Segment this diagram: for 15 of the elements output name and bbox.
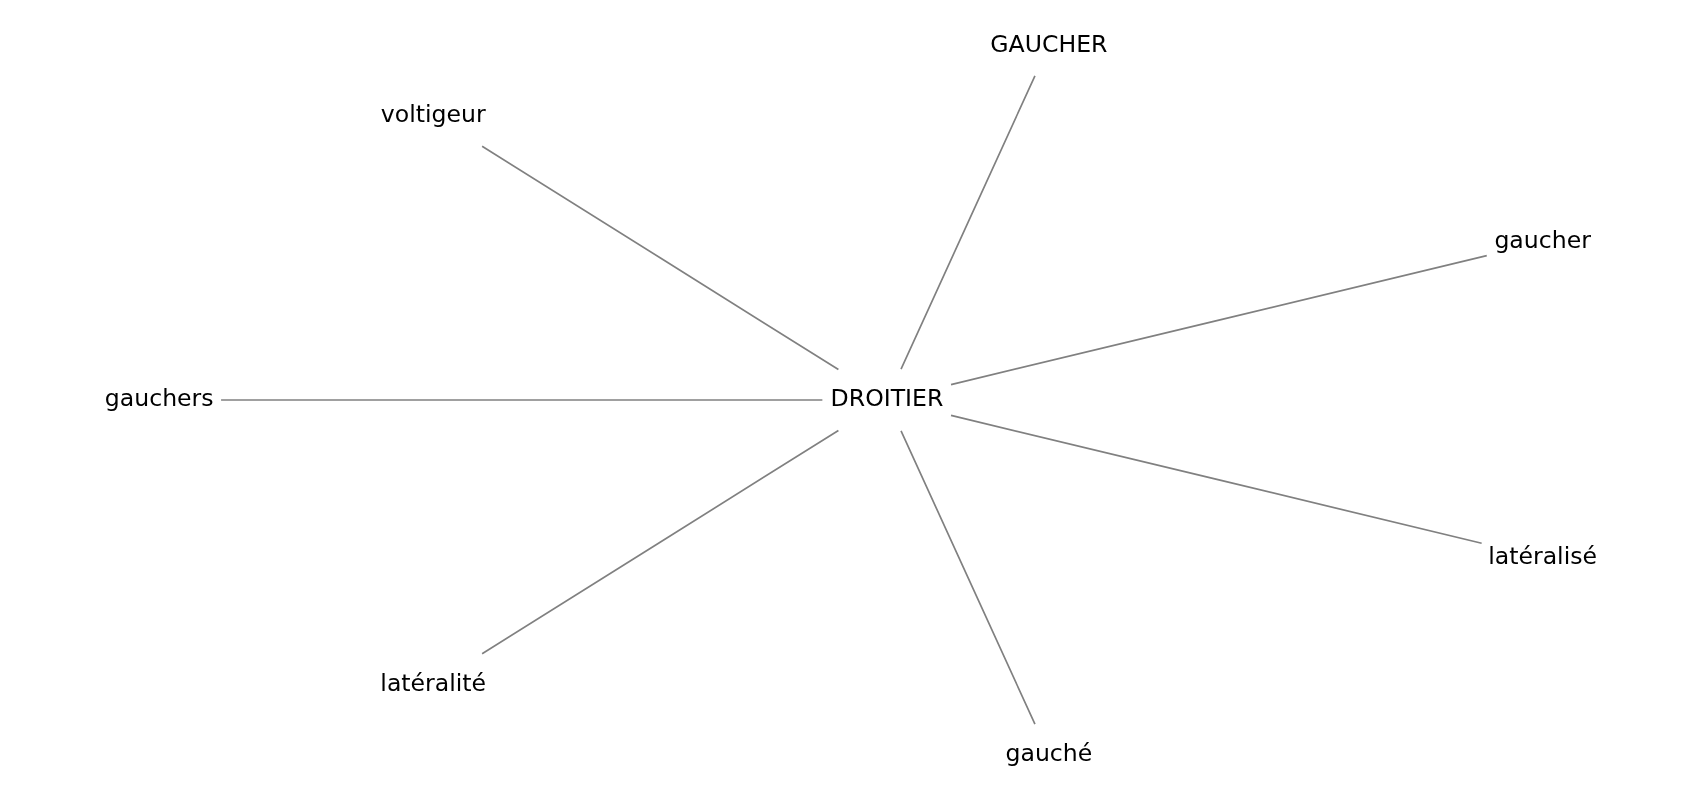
node-text: gaucher bbox=[1493, 226, 1591, 255]
node-text: GAUCHER bbox=[989, 29, 1107, 58]
node-text: latéralisé bbox=[1487, 542, 1597, 571]
node-text: gauchers bbox=[104, 384, 214, 413]
node-text: latéralité bbox=[379, 668, 486, 697]
connector bbox=[949, 254, 1488, 386]
connector bbox=[480, 145, 839, 371]
node-text: gauché bbox=[1005, 738, 1092, 767]
node-text: voltigeur bbox=[380, 99, 486, 128]
connector bbox=[899, 430, 1036, 726]
connector bbox=[219, 399, 823, 401]
node-text: DROITIER bbox=[830, 384, 943, 413]
connector bbox=[480, 429, 839, 655]
connector bbox=[949, 414, 1482, 545]
connector bbox=[899, 74, 1036, 370]
